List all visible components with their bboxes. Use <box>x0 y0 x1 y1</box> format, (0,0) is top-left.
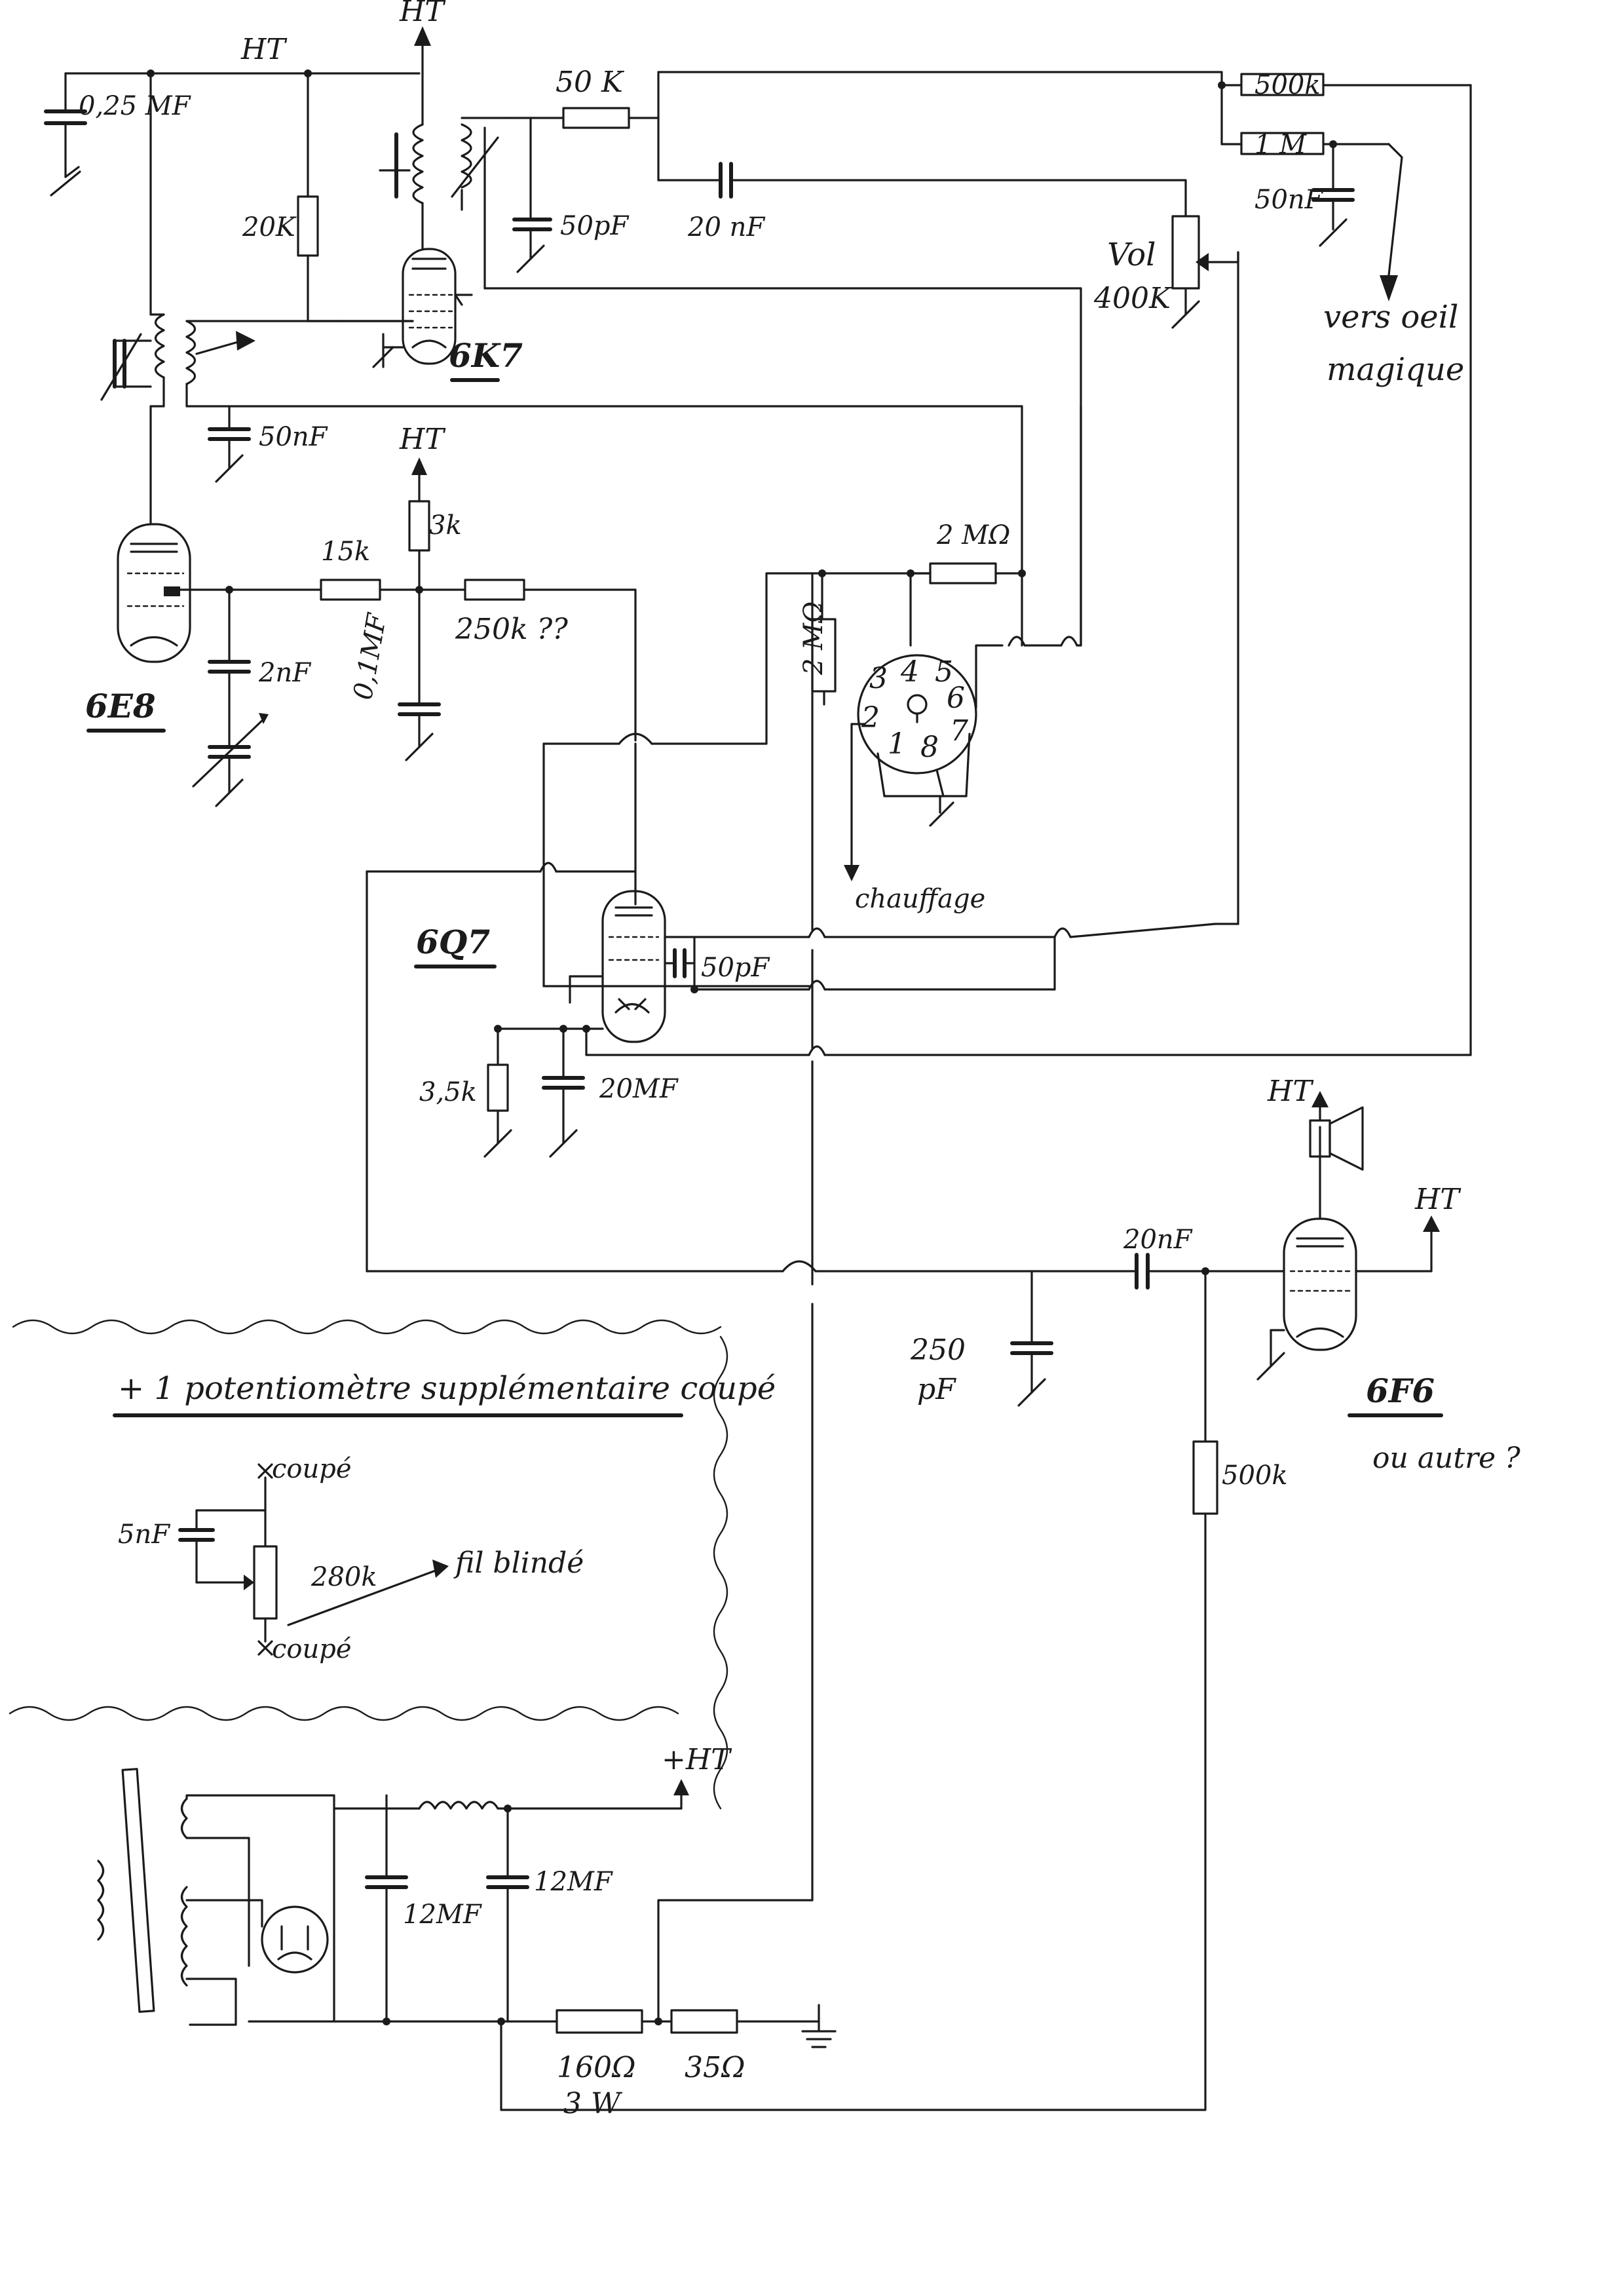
r-500k-top-label: 500k <box>1254 70 1321 100</box>
socket-pin-3: 3 <box>869 662 888 695</box>
power-supply: +HT 12MF 12MF 160Ω 3 W 35Ω <box>97 1743 1207 2120</box>
c-250pf-label-a: 250 <box>910 1333 966 1367</box>
tube-6k7: 6K7 <box>339 248 523 382</box>
r-2m-vert-label: 2 MΩ <box>799 602 829 676</box>
r-1m-label: 1 M <box>1254 130 1307 160</box>
r-35k-label: 3,5k <box>419 1077 477 1107</box>
socket-pin-5: 5 <box>935 655 953 689</box>
c-12mf-label-b: 12MF <box>534 1867 613 1897</box>
c-5nf-label: 5nF <box>118 1520 170 1550</box>
magic-eye-line2: magique <box>1327 351 1464 388</box>
c-50pf-6q7-label: 50pF <box>701 953 770 983</box>
r-15k-label: 15k <box>321 537 370 567</box>
r-160-watt-label: 3 W <box>563 2087 623 2120</box>
c-025mf-label: 0,25 MF <box>79 91 191 121</box>
fil-blinde-label: fil blindé <box>453 1546 584 1580</box>
note-box-title: + 1 potentiomètre supplémentaire coupé <box>118 1370 776 1407</box>
resistors-15k-250k: 15k 250k ?? <box>320 537 637 742</box>
tube-6f6-note: ou autre ? <box>1372 1442 1520 1475</box>
note-box: + 1 potentiomètre supplémentaire coupé c… <box>9 1319 776 1810</box>
capacitor-50nf-6k7: 50nF <box>208 405 328 483</box>
coupe-top-label: coupé <box>272 1454 352 1484</box>
vol-return-wire <box>483 287 1082 647</box>
tube-6q7-label: 6Q7 <box>416 923 490 961</box>
socket-pin-7: 7 <box>950 714 968 748</box>
c-50pf-top-label: 50pF <box>560 211 630 241</box>
coupe-bottom-label: coupé <box>272 1634 352 1664</box>
socket-pin-1: 1 <box>888 727 906 761</box>
vol-value: 400K <box>1093 282 1172 315</box>
resistor-2m-top: 2 MΩ <box>907 520 1082 689</box>
r-500k-out-label: 500k <box>1222 1461 1288 1491</box>
volume-potentiometer: Vol 400K <box>1093 215 1239 925</box>
resistor-50k: 50 K <box>529 66 1223 182</box>
c-20nf-top-label: 20 nF <box>687 212 765 242</box>
tube-6k7-label: 6K7 <box>449 336 523 375</box>
speaker: HT <box>1267 1075 1364 1171</box>
capacitor-01mf: 0,1MF <box>348 588 441 761</box>
r-3k-label: 3k <box>429 510 462 541</box>
resistors-500k-1m: 500k 1 M <box>1218 70 1472 1056</box>
wiring-6q7 <box>366 572 814 1272</box>
magic-eye-line1: vers oeil <box>1323 299 1458 335</box>
if-transformer-top <box>379 72 1056 290</box>
capacitor-50pf-6q7: 50pF <box>664 923 1239 993</box>
capacitor-50pf-top: 50pF <box>512 117 630 273</box>
c-01mf-label: 0,1MF <box>348 611 392 702</box>
ht-6f6-label: HT <box>1414 1183 1462 1216</box>
r-2m-top-label: 2 MΩ <box>936 520 1010 550</box>
c-2nf-label: 2nF <box>258 658 311 688</box>
socket-pin-4: 4 <box>900 655 919 689</box>
c-20mf-label: 20MF <box>599 1074 679 1104</box>
resistor-2m-vertical: 2 MΩ <box>799 569 932 1902</box>
tube-6e8-label: 6E8 <box>85 687 156 725</box>
r-20k-label: 20K <box>242 212 297 242</box>
socket-pin-2: 2 <box>861 701 880 735</box>
socket-pin-8: 8 <box>920 731 939 764</box>
tube-6f6: HT 6F6 ou autre ? <box>1256 1145 1520 1475</box>
resistor-3k: HT 3k <box>399 423 462 591</box>
r-250k-label: 250k ?? <box>455 613 568 646</box>
tube-6e8: 6E8 <box>85 523 322 733</box>
ht-speaker-label: HT <box>1267 1075 1314 1108</box>
r-160-label: 160Ω <box>557 2051 635 2084</box>
socket-pin-6: 6 <box>947 681 965 715</box>
c-20nf-out-label: 20nF <box>1123 1225 1193 1255</box>
magic-eye-output: 50nF vers oeil magique <box>1254 140 1464 388</box>
oscillator-coil <box>100 313 1023 565</box>
capacitor-20nf-top: 20 nF <box>657 162 1187 242</box>
ht-top-arrow-label: HT <box>399 0 446 28</box>
cathode-network-6q7: 3,5k 20MF <box>419 1025 1472 1158</box>
resistor-20k: 20K <box>242 69 414 322</box>
c-250pf-label-b: pF <box>917 1373 956 1406</box>
r-280k-label: 280k <box>311 1562 377 1592</box>
socket-chauffage-label: chauffage <box>855 884 985 914</box>
vol-label: Vol <box>1107 237 1156 273</box>
ht-top-arrow: HT <box>399 0 446 75</box>
capacitor-2nf: 2nF <box>192 586 311 807</box>
octal-socket: 4 3 5 6 2 7 1 8 chauffage <box>844 405 1082 914</box>
ht-top-rail: HT 0,25 MF <box>44 33 421 526</box>
output-coupling: 20nF 250 pF 500k <box>782 1225 1288 1888</box>
ht-mid-label: HT <box>399 423 446 456</box>
tube-6q7: 6Q7 <box>414 890 666 1043</box>
c-50nf-right-label: 50nF <box>1254 185 1324 215</box>
c-12mf-label-a: 12MF <box>403 1900 482 1930</box>
r-50k-label: 50 K <box>556 66 624 99</box>
ht-top-line-label: HT <box>240 33 288 66</box>
r-35-label: 35Ω <box>685 2051 745 2084</box>
c-50nf-6k7-label: 50nF <box>259 422 328 452</box>
ht-psu-label: +HT <box>662 1743 732 1776</box>
tube-6f6-label: 6F6 <box>1366 1371 1435 1410</box>
